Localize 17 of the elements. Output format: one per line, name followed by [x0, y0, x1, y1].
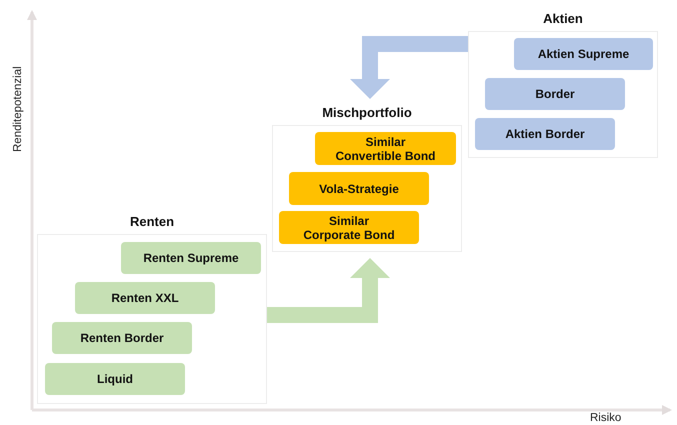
- bent-arrow: [350, 36, 468, 99]
- product-box: Similar Convertible Bond: [315, 132, 456, 165]
- product-box: Border: [485, 78, 625, 110]
- axis-label: Renditepotenzial: [12, 66, 24, 152]
- bent-arrow: [267, 258, 390, 323]
- product-box: Vola-Strategie: [289, 172, 429, 205]
- product-box: Renten Border: [52, 322, 192, 354]
- product-box: Liquid: [45, 363, 185, 395]
- product-box: Aktien Supreme: [514, 38, 653, 70]
- product-box: Renten XXL: [75, 282, 215, 314]
- group-heading: Renten: [128, 214, 176, 231]
- group-heading: Mischportfolio: [321, 105, 413, 122]
- product-box: Renten Supreme: [121, 242, 261, 274]
- group-heading: Aktien: [542, 11, 584, 28]
- product-box: Similar Corporate Bond: [279, 211, 419, 244]
- axis-label: Risiko: [590, 412, 622, 424]
- product-box: Aktien Border: [475, 118, 615, 150]
